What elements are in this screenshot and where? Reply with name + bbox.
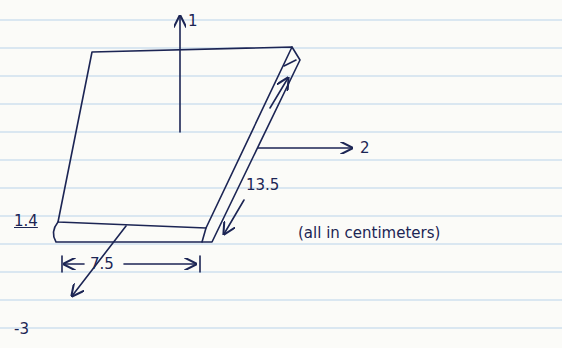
dimension-label: 7.5 <box>90 257 114 272</box>
dimension-label: 2 <box>360 141 370 156</box>
dimension-label: (all in centimeters) <box>298 226 440 241</box>
ruled-lines <box>0 20 562 328</box>
dimension-label: 1 <box>188 14 198 29</box>
dimension-label: 13.5 <box>246 178 279 193</box>
plate-sketch <box>53 16 352 296</box>
dimension-label: -3 <box>14 322 29 337</box>
dimension-label: 1.4 <box>14 214 38 229</box>
